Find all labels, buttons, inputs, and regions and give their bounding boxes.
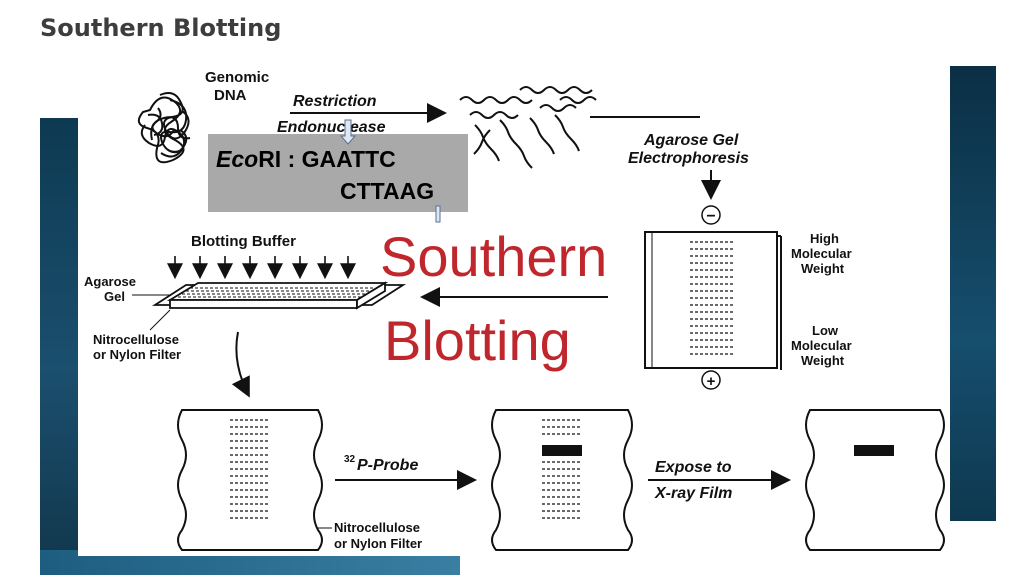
low-mw-label-line2: Molecular (791, 338, 852, 353)
ecori-sequence-line1: EcoRI : GAATTC (216, 146, 396, 173)
restriction-label: Restriction (293, 93, 377, 110)
expose-label-line1: Expose to (655, 459, 732, 476)
ecori-italic-prefix: Eco (216, 146, 259, 172)
gel-lanes (178, 287, 375, 298)
blotting-buffer-label: Blotting Buffer (191, 233, 296, 250)
overlay-title-line1: Southern (380, 225, 607, 288)
filter-pointer (149, 309, 171, 331)
filter-label-line1: Nitrocellulose (93, 332, 179, 347)
low-mw-label-line3: Weight (801, 353, 845, 368)
plus-sign: + (707, 373, 716, 390)
minus-sign: − (706, 208, 715, 225)
endonuclease-label: Endonuclease (277, 119, 386, 136)
genomic-dna-label-line2: DNA (214, 87, 247, 104)
dna-fragments (459, 86, 597, 169)
bottom-filter-label-line1: Nitrocellulose (334, 520, 420, 535)
electrophoresis-gel (644, 231, 782, 370)
agarose-gel-label-line1: Agarose (84, 274, 136, 289)
slide-title: Southern Blotting (40, 14, 282, 42)
membrane-hybridized (491, 409, 633, 551)
high-mw-label-line1: High (810, 231, 839, 246)
decorative-dark-band-right (944, 66, 996, 521)
film-band (854, 445, 894, 456)
agarose-gel-label-line2: Gel (104, 289, 125, 304)
high-mw-label-line2: Molecular (791, 246, 852, 261)
high-mw-label-line3: Weight (801, 261, 845, 276)
low-mw-label-line1: Low (812, 323, 839, 338)
genomic-dna-label-line1: Genomic (205, 69, 269, 86)
expose-label-line2: X-ray Film (654, 485, 732, 502)
cut-site-arrow-top (339, 119, 357, 145)
anode-icon (701, 370, 721, 390)
overlay-title-line2: Blotting (384, 309, 571, 372)
hybridized-band (542, 445, 582, 456)
agarose-gel-electrophoresis-line2: Electrophoresis (628, 150, 749, 167)
filter-label-line2: or Nylon Filter (93, 347, 181, 362)
buffer-arrows (167, 256, 356, 280)
ecori-sequence-text: RI : GAATTC (258, 146, 396, 172)
decorative-dark-band-left (40, 118, 84, 575)
cathode-icon (701, 205, 721, 225)
probe-superscript: 32 (344, 454, 356, 465)
xray-film (805, 409, 945, 551)
bottom-filter-label-line2: or Nylon Filter (334, 536, 422, 551)
membrane-blot (177, 409, 323, 551)
ecori-complement-line: CTTAAG (340, 178, 435, 204)
agarose-gel-electrophoresis-line1: Agarose Gel (643, 132, 739, 149)
genomic-dna-tangle (137, 92, 191, 164)
cut-site-arrow-bottom (435, 205, 441, 223)
curved-arrow-to-membrane (231, 331, 250, 398)
ecori-callout: EcoRI : GAATTC CTTAAG (208, 134, 468, 212)
probe-label: P-Probe (357, 457, 418, 474)
